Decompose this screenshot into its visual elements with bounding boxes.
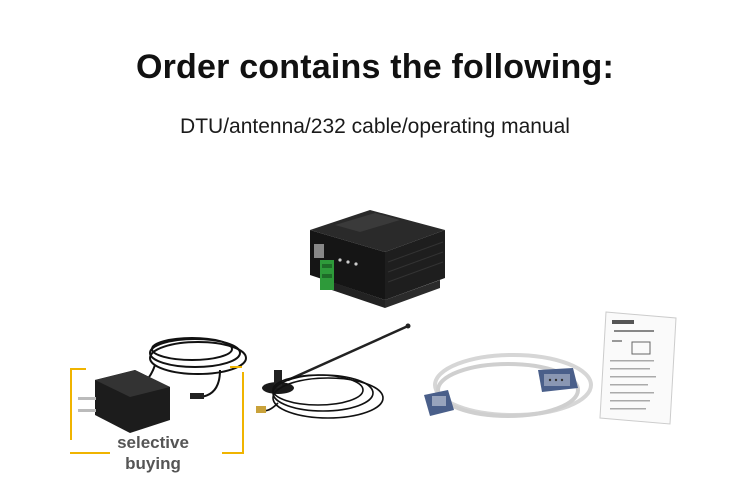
antenna-image	[256, 323, 411, 419]
badge-bracket-top-left	[70, 368, 86, 440]
manual-document-image	[599, 311, 677, 425]
selective-buying-label: selective buying	[108, 432, 198, 474]
page-subtitle: DTU/antenna/232 cable/operating manual	[180, 115, 570, 138]
power-adapter-image	[78, 337, 247, 433]
badge-bracket-top-right	[230, 366, 242, 368]
dtu-device-image	[310, 210, 445, 308]
selective-buying-line1: selective	[117, 433, 189, 452]
page-title: Order contains the following:	[135, 48, 615, 86]
serial-cable-image	[424, 353, 593, 418]
badge-bracket-bottom-left	[70, 452, 110, 454]
badge-bracket-bottom-right	[222, 372, 244, 454]
selective-buying-line2: buying	[125, 454, 181, 473]
